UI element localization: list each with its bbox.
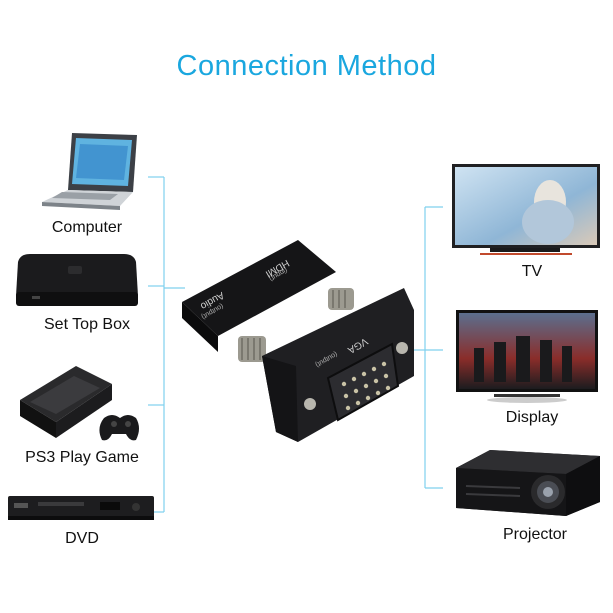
monitor-icon (454, 308, 600, 409)
output-label-display: Display (505, 409, 559, 426)
output-label-tv: TV (521, 263, 543, 280)
laptop-icon (40, 130, 140, 223)
dvd-player-icon (8, 494, 154, 529)
source-label-dvd: DVD (65, 530, 99, 547)
source-label-ps3: PS3 Play Game (25, 449, 139, 466)
diagram-title: Connection Method (176, 50, 437, 82)
output-label-projector: Projector (502, 526, 568, 543)
source-label-computer: Computer (51, 219, 123, 236)
set-top-box-icon (12, 252, 140, 317)
projector-icon (450, 446, 606, 527)
game-console-icon (16, 362, 146, 453)
hdmi-to-vga-adapter-icon: HDMI (input) Audio (output) VGA (output) (178, 236, 418, 451)
source-label-set-top-box: Set Top Box (44, 316, 130, 333)
tv-icon (450, 162, 602, 267)
